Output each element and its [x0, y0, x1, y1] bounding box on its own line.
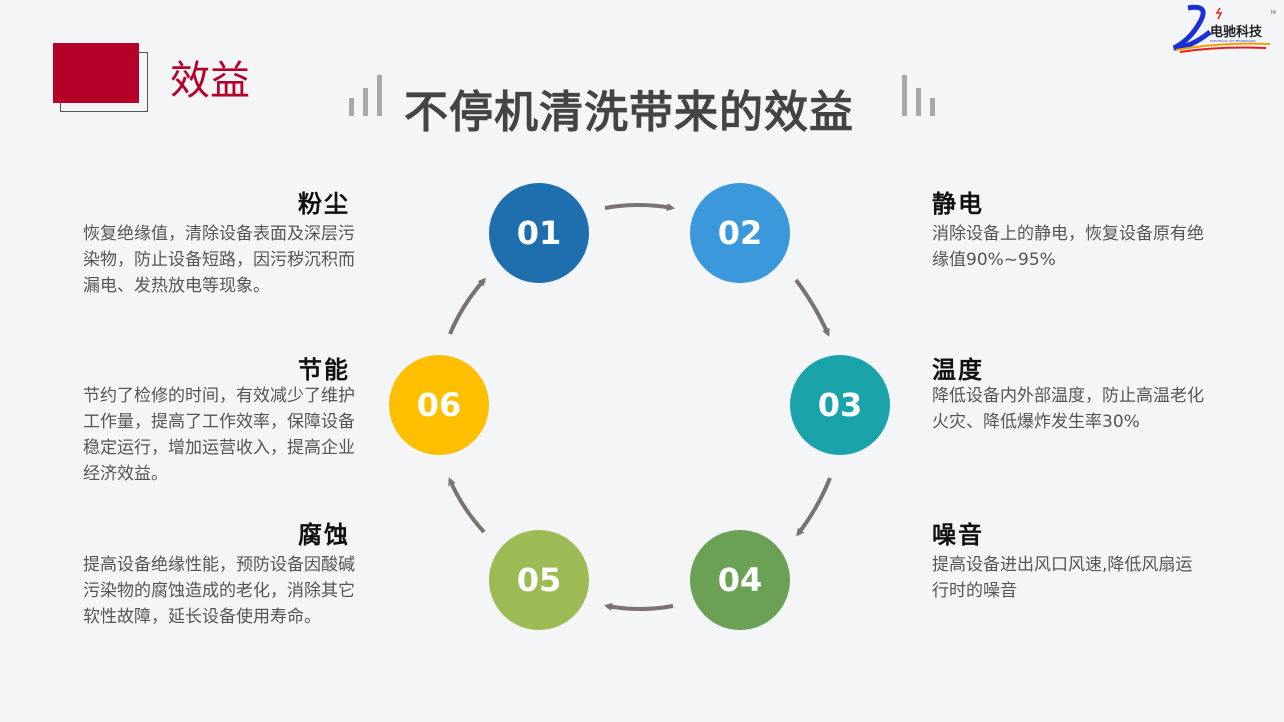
title-block [53, 43, 139, 103]
benefit-desc-static: 消除设备上的静电，恢复设备原有绝缘值90%~95% [932, 224, 1204, 270]
benefit-title-temperature: 温度 [932, 356, 984, 384]
arrow-03-04 [796, 477, 832, 537]
section-title: 效益 [170, 58, 250, 104]
svg-text:电驰科技: 电驰科技 [1210, 24, 1263, 40]
benefit-title-dust: 粉尘 [298, 190, 350, 218]
arrow-06-01 [448, 277, 486, 335]
step-circle-01: 01 [489, 183, 589, 283]
step-number: 02 [717, 214, 763, 252]
benefit-desc-noise: 提高设备进出风口风速,降低风扇运行时的噪音 [932, 555, 1193, 601]
benefit-desc-dust: 恢复绝缘值，清除设备表面及深层污染物，防止设备短路，因污秽沉积而漏电、发热放电等… [83, 224, 355, 296]
step-number: 01 [516, 214, 562, 252]
step-circle-04: 04 [690, 530, 790, 630]
step-circle-06: 06 [389, 355, 489, 455]
benefit-desc-temperature: 降低设备内外部温度，防止高温老化火灾、降低爆炸发生率30% [932, 386, 1204, 432]
step-number: 06 [416, 386, 462, 424]
benefit-desc-corrosion: 提高设备绝缘性能，预防设备因酸碱污染物的腐蚀造成的老化，消除其它软性故障，延长设… [83, 555, 355, 627]
svg-text:TM: TM [1269, 10, 1276, 15]
step-number: 04 [717, 561, 763, 599]
benefit-title-energy: 节能 [298, 356, 350, 384]
company-logo: 电驰科技 ELECTRICAL CHI TECHNOLOGY TM [1170, 2, 1280, 58]
arrow-05-06 [448, 477, 486, 534]
step-circle-05: 05 [489, 530, 589, 630]
svg-text:ELECTRICAL CHI TECHNOLOGY: ELECTRICAL CHI TECHNOLOGY [1210, 39, 1256, 43]
step-circle-02: 02 [690, 183, 790, 283]
arrow-01-02 [604, 203, 675, 212]
step-circle-03: 03 [790, 355, 890, 455]
benefit-desc-energy: 节约了检修的时间，有效减少了维护工作量，提高了工作效率，保障设备稳定运行，增加运… [83, 386, 355, 484]
benefit-title-static: 静电 [932, 190, 984, 218]
arrow-02-03 [794, 278, 830, 337]
arrow-04-05 [604, 602, 674, 611]
main-title: 不停机清洗带来的效益 [404, 87, 854, 138]
step-number: 03 [817, 386, 863, 424]
benefit-title-corrosion: 腐蚀 [298, 521, 350, 549]
benefit-title-noise: 噪音 [932, 521, 984, 549]
step-number: 05 [516, 561, 562, 599]
